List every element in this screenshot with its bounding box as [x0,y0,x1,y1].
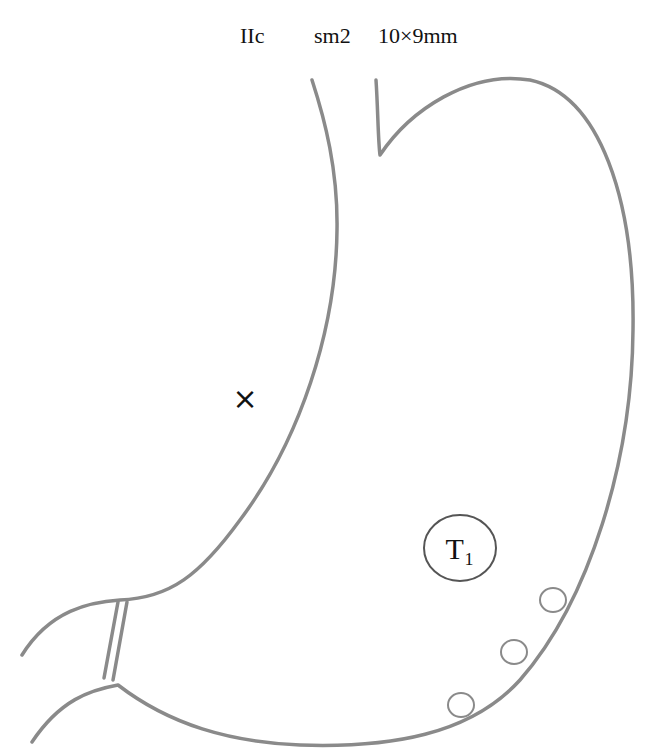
circle-outline [424,515,496,581]
lymph-node [540,588,566,612]
tumor-circle: T₁ [422,513,498,583]
lymph-node [448,693,474,717]
lesser-curvature [22,80,337,655]
pylorus-line [113,602,127,680]
greater-curvature [32,78,633,745]
site-mark: × [232,382,257,415]
tumor-label: T₁ [446,532,475,565]
lesion-type: IIc [240,24,264,48]
lymph-node [501,640,527,664]
lesion-size: 10×9mm [378,24,458,48]
invasion-depth: sm2 [314,24,351,48]
